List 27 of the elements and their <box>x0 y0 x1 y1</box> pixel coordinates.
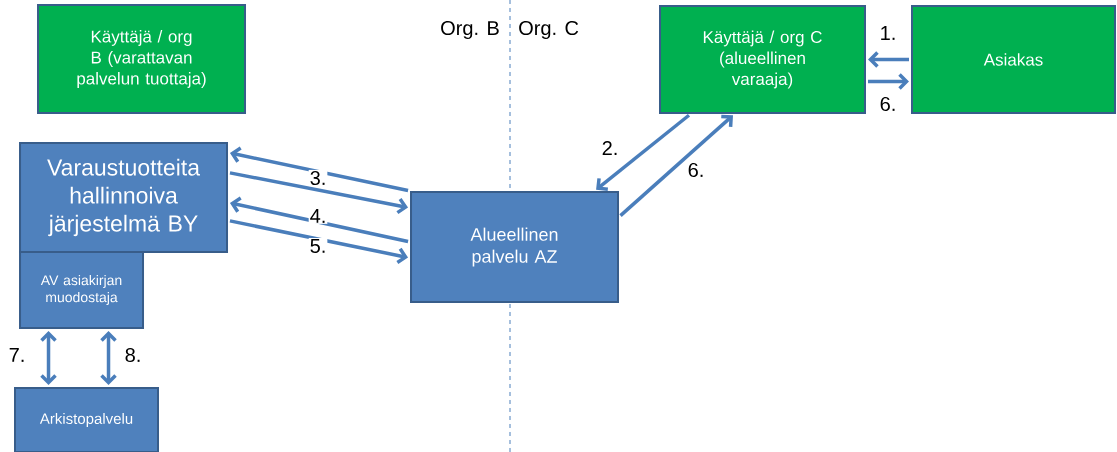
edge-label: 8. <box>123 346 143 364</box>
region-label: Org. C <box>519 20 579 40</box>
edge-label: 3. <box>308 169 328 187</box>
module-box: AV asiakirjan muodostaja <box>19 251 144 329</box>
arrow <box>868 51 909 68</box>
service-box: Alueellinen palvelu AZ <box>410 191 619 303</box>
edge-label: 7. <box>7 347 27 363</box>
arrow <box>229 196 409 244</box>
edge-label: 6. <box>686 161 706 179</box>
arrow <box>229 219 409 264</box>
edge-label: 4. <box>308 208 328 224</box>
edge-label: 1. <box>878 25 898 41</box>
customer-box: Asiakas <box>911 5 1116 114</box>
edge-label: 6. <box>878 95 898 113</box>
arrow <box>229 171 409 215</box>
arrow <box>229 146 409 193</box>
arrow <box>619 114 733 217</box>
edge-label: 2. <box>600 140 620 156</box>
edge-label: 5. <box>308 238 328 254</box>
user-box: Käyttäjä / org B (varattavan palvelun tuottaja) <box>37 4 246 114</box>
region-label: Org. B <box>441 20 499 40</box>
archive-box: Arkistopalvelu <box>14 387 159 452</box>
arrow <box>596 113 691 191</box>
arrow <box>100 331 117 385</box>
arrow <box>868 73 909 90</box>
user-box: Käyttäjä / org C (alueellinen varaaja) <box>659 5 866 114</box>
arrow <box>40 331 57 385</box>
